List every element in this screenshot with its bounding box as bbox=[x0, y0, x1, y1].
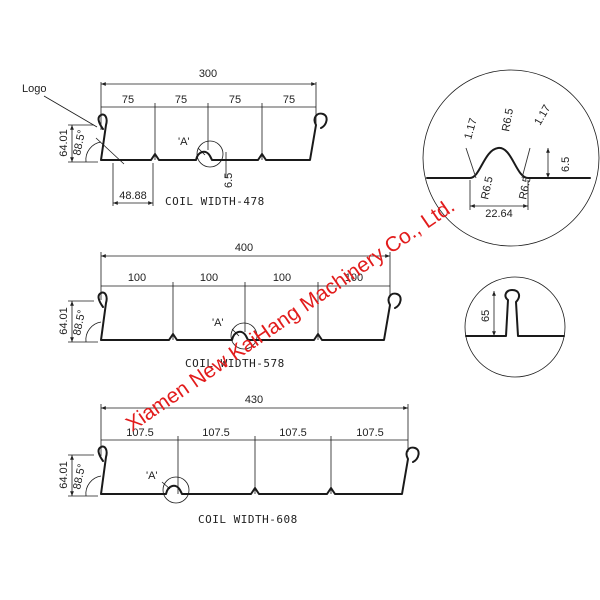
panel-width-label: 100 bbox=[273, 272, 291, 284]
coil-width-label: COIL WIDTH-578 bbox=[185, 357, 285, 370]
overall-width-label: 430 bbox=[245, 394, 263, 406]
angle-label: 88.5° bbox=[71, 463, 88, 491]
rib-height-label: 6.5 bbox=[223, 173, 235, 188]
panel-width-label: 100 bbox=[128, 272, 146, 284]
seam-height-label: 65 bbox=[480, 310, 492, 322]
detail-dim-label: 1.17 bbox=[462, 117, 479, 141]
angle-label: 88.5° bbox=[71, 129, 88, 157]
panel-width-label: 75 bbox=[283, 94, 295, 106]
panel-width-label: 107.5 bbox=[126, 427, 154, 439]
panel-width-label: 107.5 bbox=[202, 427, 230, 439]
detail-dim-label: R6.5 bbox=[500, 108, 516, 133]
detail-dim-label: R6.5 bbox=[479, 175, 496, 200]
panel-width-label: 107.5 bbox=[356, 427, 384, 439]
company-watermark: Xiamen New KaiHang Machinery Co., Ltd. bbox=[122, 194, 459, 436]
rib-base-width-label: 22.64 bbox=[485, 208, 513, 220]
detail-a-callout-circle bbox=[230, 322, 258, 350]
panel-width-label: 75 bbox=[175, 94, 187, 106]
panel-width-label: 75 bbox=[229, 94, 241, 106]
detail-dim-label: R6.5 bbox=[517, 175, 534, 200]
profile-coil-608: 430 107.5 107.5 107.5 107.5 64.01 88.5° … bbox=[58, 394, 420, 526]
panel-profile-outline bbox=[97, 112, 328, 161]
panel-width-label: 75 bbox=[122, 94, 134, 106]
panel-profile-outline bbox=[97, 291, 402, 341]
seam-detail-view: 65 bbox=[464, 276, 566, 378]
overall-width-label: 400 bbox=[235, 242, 253, 254]
panel-height-label: 64.01 bbox=[58, 307, 70, 335]
profile-coil-478: 300 75 75 75 75 64.01 88.5° 'A' 6.5 48.8… bbox=[58, 68, 328, 208]
detail-dim-label: 1.17 bbox=[532, 103, 553, 128]
angle-label: 88.5° bbox=[71, 309, 88, 337]
detail-a-callout-circle bbox=[196, 140, 224, 168]
detail-a-circle bbox=[422, 69, 600, 247]
coil-width-label: COIL WIDTH-608 bbox=[198, 513, 298, 526]
panel-width-label: 100 bbox=[345, 272, 363, 284]
panel-width-label: 100 bbox=[200, 272, 218, 284]
panel-profile-outline bbox=[97, 445, 420, 495]
detail-dim-label: 6.5 bbox=[560, 157, 572, 172]
detail-a-ref-label: 'A' bbox=[146, 470, 158, 482]
panel-width-label: 107.5 bbox=[279, 427, 307, 439]
rib-profile bbox=[426, 147, 591, 179]
profile-coil-578: 400 100 100 100 100 64.01 88.5° 'A' COIL… bbox=[58, 242, 402, 370]
coil-width-label: COIL WIDTH-478 bbox=[165, 195, 265, 208]
seam-profile bbox=[465, 289, 565, 337]
seam-detail-circle bbox=[464, 276, 566, 378]
panel-height-label: 64.01 bbox=[58, 129, 70, 157]
detail-a-ref-label: 'A' bbox=[212, 317, 224, 329]
detail-a-callout-circle bbox=[162, 476, 190, 504]
edge-width-label: 48.88 bbox=[119, 190, 147, 202]
logo-leader-line bbox=[43, 95, 98, 128]
logo-label: Logo bbox=[22, 83, 46, 95]
overall-width-label: 300 bbox=[199, 68, 217, 80]
detail-a-ref-label: 'A' bbox=[178, 136, 190, 148]
panel-height-label: 64.01 bbox=[58, 461, 70, 489]
